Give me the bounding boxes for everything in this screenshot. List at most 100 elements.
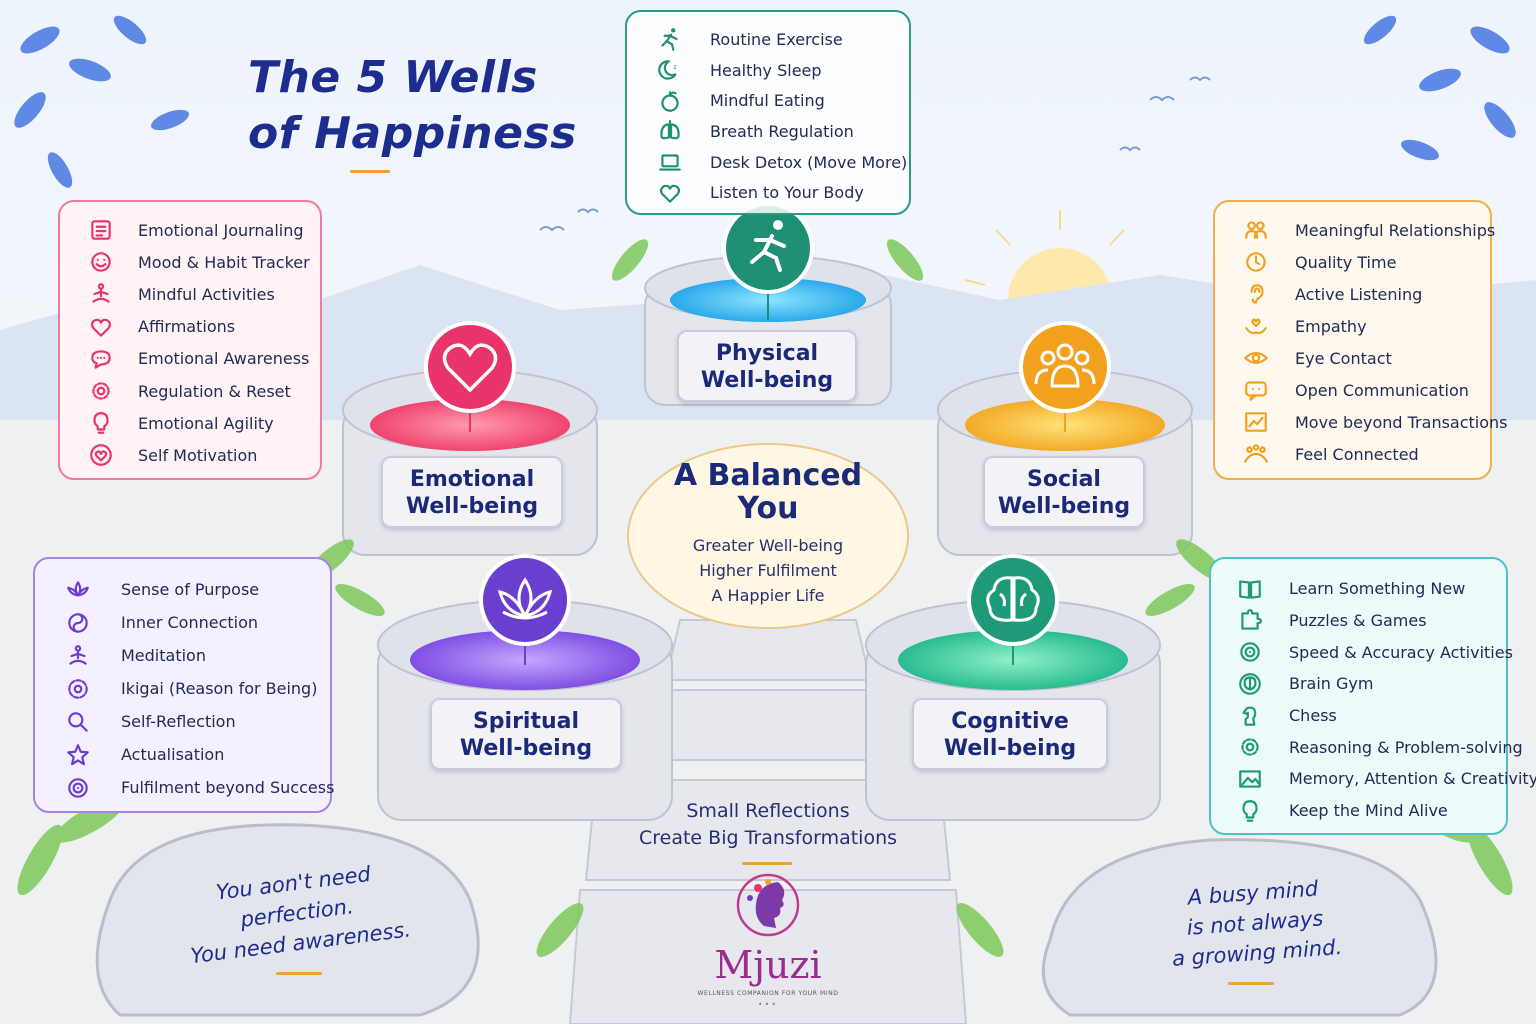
list-item-label: Memory, Attention & Creativity <box>1289 769 1536 789</box>
chat-icon <box>1243 377 1269 403</box>
running-person-icon <box>750 220 786 272</box>
list-item: Actualisation <box>65 738 322 771</box>
list-item: Desk Detox (Move More) <box>657 147 907 178</box>
page-title: The 5 Wells of Happiness <box>248 52 577 159</box>
brain-icon <box>986 576 1040 622</box>
leaf-decoration-right <box>1363 15 1516 161</box>
list-item: Affirmations <box>88 311 310 343</box>
list-item-label: Reasoning & Problem-solving <box>1289 737 1523 757</box>
list-item-label: Actualisation <box>121 745 225 764</box>
list-item: Emotional Journaling <box>88 214 310 246</box>
list-item-label: Mindful Activities <box>138 284 275 304</box>
heart-icon <box>88 314 114 340</box>
list-item-label: Meaningful Relationships <box>1295 220 1496 240</box>
center-title: A Balanced <box>673 458 863 493</box>
lungs-icon <box>657 118 683 144</box>
list-item: Ikigai (Reason for Being) <box>65 672 322 705</box>
list-item-label: Emotional Journaling <box>138 220 304 240</box>
list-item: Inner Connection <box>65 606 322 639</box>
journal-icon <box>88 217 114 243</box>
list-item-label: Listen to Your Body <box>710 183 864 203</box>
meditation-icon <box>65 643 91 669</box>
magnifier-icon <box>65 709 91 735</box>
list-item-label: Healthy Sleep <box>710 60 822 80</box>
leaf-decoration-left <box>14 15 189 188</box>
list-item: Routine Exercise <box>657 24 891 55</box>
list-item: Sense of Purpose <box>65 573 322 606</box>
list-item-label: Move beyond Transactions <box>1295 412 1508 432</box>
list-item-label: Emotional Awareness <box>138 349 310 369</box>
list-item: Keep the Mind Alive <box>1237 795 1502 827</box>
steps-underline <box>742 862 792 865</box>
list-item-label: Puzzles & Games <box>1289 611 1427 631</box>
list-item: Move beyond Transactions <box>1243 406 1508 438</box>
list-item-label: Regulation & Reset <box>138 381 291 401</box>
list-item: Self-Reflection <box>65 705 322 738</box>
heart-badge-icon <box>88 442 114 468</box>
list-item: Speed & Accuracy Activities <box>1237 636 1513 668</box>
list-item-label: Brain Gym <box>1289 674 1374 694</box>
list-item: Breath Regulation <box>657 116 891 147</box>
gear-icon <box>88 378 114 404</box>
book-icon <box>1237 576 1263 602</box>
heart-icon <box>442 343 498 393</box>
list-item-label: Active Listening <box>1295 284 1423 304</box>
meditation-icon <box>88 281 114 307</box>
list-item-label: Chess <box>1289 706 1337 726</box>
list-item: Emotional Agility <box>88 407 310 439</box>
badge-cognitive <box>967 554 1059 646</box>
ear-icon <box>1243 281 1269 307</box>
list-item: Brain Gym <box>1237 668 1502 700</box>
list-item: Quality Time <box>1243 246 1482 278</box>
list-item: Emotional Awareness <box>88 343 310 375</box>
list-item-label: Self Motivation <box>138 445 258 465</box>
list-item-label: Mindful Eating <box>710 91 825 111</box>
rock-right <box>1041 838 1438 1017</box>
quote-right-underline <box>1228 982 1274 985</box>
brand-name: Mjuzi <box>714 943 822 987</box>
flower-gear-icon <box>65 676 91 702</box>
quote-left-underline <box>276 972 322 975</box>
list-item-label: Speed & Accuracy Activities <box>1289 642 1513 662</box>
list-item: Self Motivation <box>88 439 310 471</box>
target-icon <box>65 775 91 801</box>
center-benefit: A Happier Life <box>711 586 825 605</box>
smiley-icon <box>88 249 114 275</box>
list-item-label: Mood & Habit Tracker <box>138 252 310 272</box>
rock-left <box>95 823 480 1017</box>
list-item-label: Affirmations <box>138 317 236 337</box>
chess-knight-icon <box>1237 703 1263 729</box>
heart-icon <box>657 180 683 206</box>
gear-icon <box>1237 734 1263 760</box>
list-item-label: Sense of Purpose <box>121 580 260 599</box>
list-item: Mindful Eating <box>657 85 891 116</box>
hands-heart-icon <box>1243 313 1269 339</box>
center-benefit: Higher Fulfilment <box>699 561 837 580</box>
list-item-label: Eye Contact <box>1295 348 1392 368</box>
list-item: Listen to Your Body <box>657 177 891 208</box>
bird-icon <box>539 76 1211 232</box>
lightbulb-icon <box>1237 798 1263 824</box>
title-underline <box>350 170 390 173</box>
laptop-icon <box>657 149 683 175</box>
list-item-label: Open Communication <box>1295 380 1469 400</box>
picture-icon <box>1237 766 1263 792</box>
stone-stairs <box>568 619 968 1024</box>
list-item-label: Self-Reflection <box>121 712 236 731</box>
list-item: Meaningful Relationships <box>1243 214 1495 246</box>
list-item: Learn Something New <box>1237 573 1502 605</box>
list-item: Fulfilment beyond Success <box>65 771 334 804</box>
list-item-label: Fulfilment beyond Success <box>121 778 335 797</box>
list-item-label: Quality Time <box>1295 252 1397 272</box>
list-item: Mindful Activities <box>88 278 310 310</box>
list-item: Reasoning & Problem-solving <box>1237 731 1523 763</box>
people-icon <box>1243 217 1269 243</box>
list-item: Empathy <box>1243 310 1482 342</box>
center-title-line2: You <box>737 491 799 526</box>
